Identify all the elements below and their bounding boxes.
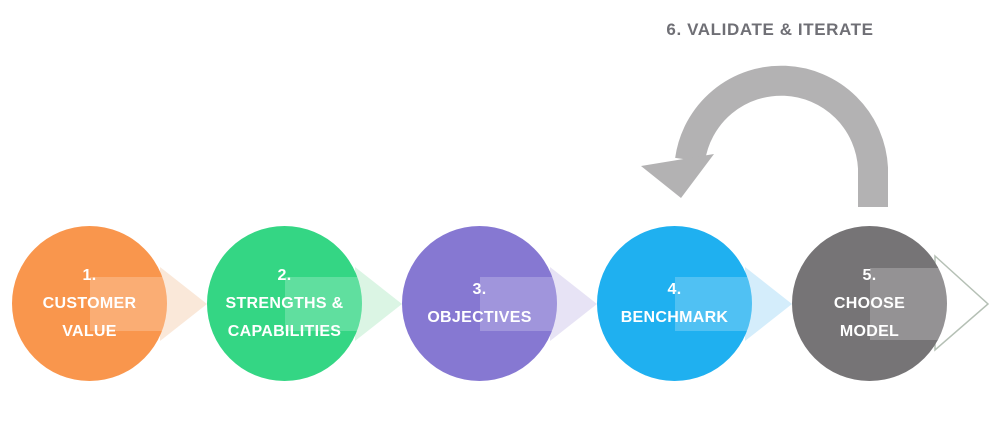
step-number: 1. [82,266,97,284]
connector-arrow-2 [355,267,402,341]
arrow-2-triangle [355,267,402,341]
circle-strengths-capabilities: 2. STRENGTHS & CAPABILITIES [207,226,362,381]
step-label-line1: BENCHMARK [620,308,729,326]
highlight-band [479,276,557,331]
step-number: 5. [862,266,877,284]
step-label-line2: VALUE [62,322,117,340]
connector-arrow-1 [160,267,207,341]
highlight-band [869,267,947,340]
arrow-3-triangle [550,267,597,341]
arrow-1-triangle [160,267,207,341]
highlight-band [89,276,167,331]
circle-objectives: 3. OBJECTIVES [402,226,557,381]
validate-iterate-label: 6. VALIDATE & ITERATE [666,20,874,39]
step-label-line1: CUSTOMER [42,294,137,312]
connector-arrow-3 [550,267,597,341]
step-label-line1: CHOOSE [833,294,906,312]
circle-benchmark: 4. BENCHMARK [597,226,752,381]
step-label-line2: MODEL [839,322,900,340]
highlight-band [674,276,752,331]
circle-choose-model: 5. CHOOSE MODEL [792,226,947,381]
highlight-band [284,276,362,331]
validate-iterate-loop-arrow-icon [641,65,888,207]
step-label-line1: STRENGTHS & [225,294,344,312]
step-number: 3. [472,280,487,298]
step-number: 2. [277,266,292,284]
step-label-line1: OBJECTIVES [427,308,532,326]
arrow-4-triangle [745,267,792,341]
loop-arrow-shaft [675,65,888,207]
step-label-line2: CAPABILITIES [227,322,342,340]
step-number: 4. [667,280,682,298]
loop-arrowhead [641,154,714,198]
circle-customer-value: 1. CUSTOMER VALUE [12,226,167,381]
connector-arrow-4 [745,267,792,341]
